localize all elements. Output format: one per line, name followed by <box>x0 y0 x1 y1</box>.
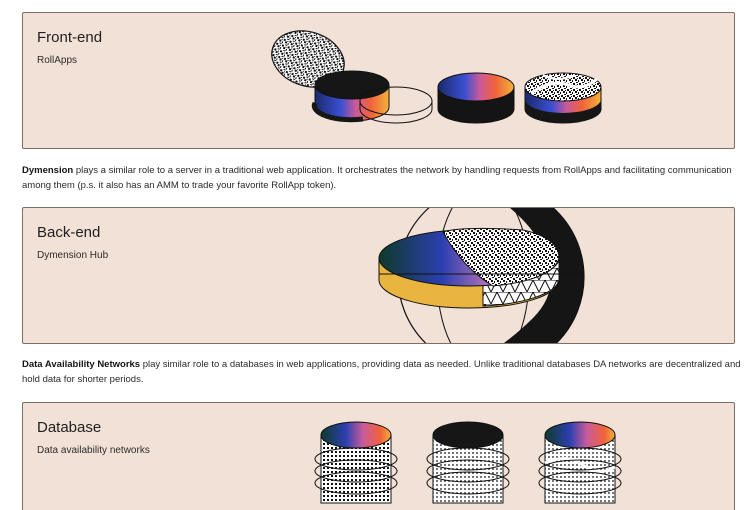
database-cylinders-illustration <box>314 421 622 504</box>
dymension-term: Dymension <box>22 165 74 176</box>
dymension-text: plays a similar role to a server in a tr… <box>22 165 732 191</box>
frontend-title: Front-end <box>37 29 103 46</box>
da-networks-text: play similar role to a databases in web … <box>22 359 741 385</box>
rollapps-disks-illustration <box>271 30 602 124</box>
backend-title: Back-end <box>37 224 101 241</box>
dymension-description: Dymension plays a similar role to a serv… <box>22 163 742 193</box>
database-card: Database Data availability networks <box>22 402 735 510</box>
backend-subtitle: Dymension Hub <box>37 250 109 261</box>
database-subtitle: Data availability networks <box>37 445 150 456</box>
backend-card: Back-end Dymension Hub <box>22 207 735 344</box>
dymension-hub-globe-illustration <box>378 208 585 343</box>
da-networks-description: Data Availability Networks play similar … <box>22 357 742 387</box>
database-title: Database <box>37 419 102 436</box>
frontend-card: Front-end RollApps <box>22 12 735 149</box>
frontend-subtitle: RollApps <box>37 55 78 66</box>
da-networks-term: Data Availability Networks <box>22 359 141 370</box>
